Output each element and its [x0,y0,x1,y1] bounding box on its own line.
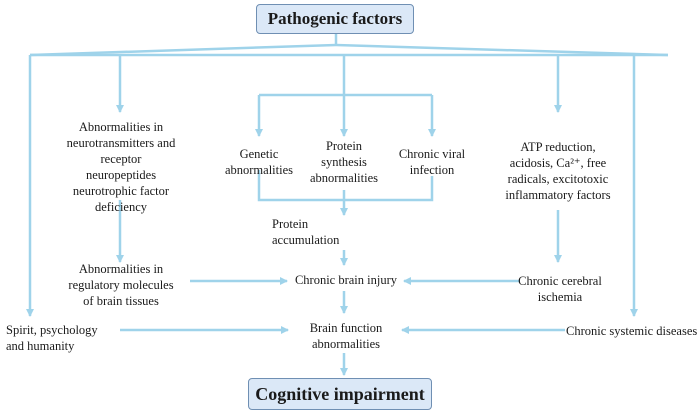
pathogenic-factors-box: Pathogenic factors [256,4,414,34]
spirit-psychology-node: Spirit, psychology and humanity [6,323,98,353]
brain-function-node: Brain function abnormalities [309,321,383,351]
neuro-node: Abnormalities in neurotransmitters and r… [66,120,176,214]
systemic-diseases-node: Chronic systemic diseases [566,324,698,338]
bus-left-connector [29,43,337,57]
regulatory-molecules-node: Abnormalities in regulatory molecules of… [68,262,174,308]
atp-node: ATP reduction, acidosis, Ca²⁺, free radi… [505,140,611,202]
cognitive-impairment-box: Cognitive impairment [248,378,432,410]
genetic-join-line [257,170,434,202]
cerebral-ischemia-node: Chronic cerebral ischemia [518,274,602,304]
bus-right-connector [335,43,669,57]
genetic-node: Genetic abnormalities [224,147,294,177]
protein-accumulation-node: Protein accumulation [272,217,340,247]
viral-infection-node: Chronic viral infection [398,147,466,177]
brain-injury-node: Chronic brain injury [294,273,398,287]
protein-synthesis-node: Protein synthesis abnormalities [309,139,379,185]
